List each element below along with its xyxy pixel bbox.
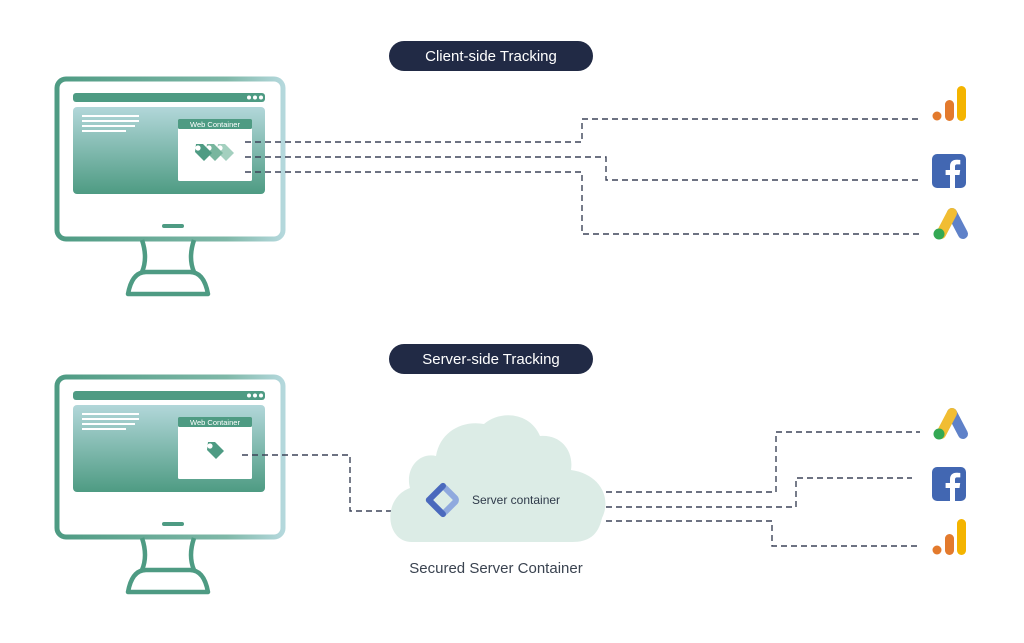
client-title: Client-side Tracking	[425, 48, 557, 65]
google-ads-icon	[933, 208, 968, 240]
client-monitor: Web Container	[57, 79, 283, 294]
cloud: Server container	[390, 415, 606, 542]
client-connectors	[245, 118, 920, 235]
facebook-icon	[932, 467, 966, 501]
connector-to-server	[242, 454, 392, 512]
connector-to-ads	[606, 431, 920, 493]
client-title-pill: Client-side Tracking	[389, 41, 593, 71]
facebook-icon	[932, 154, 966, 188]
server-container-label: Server container	[472, 493, 560, 507]
google-analytics-icon	[932, 86, 966, 121]
connector-to-analytics	[245, 118, 920, 143]
google-analytics-icon	[932, 519, 966, 555]
client-side-section: Client-side Tracking Web Container	[57, 41, 968, 294]
tag-icon	[195, 144, 234, 161]
server-monitor: Web Container	[57, 377, 283, 592]
connector-to-facebook	[245, 156, 920, 181]
tag-icon	[207, 442, 224, 459]
client-web-container-label: Web Container	[190, 120, 240, 129]
server-connectors	[606, 431, 920, 547]
gtm-icon	[425, 482, 459, 518]
connector-to-facebook	[606, 477, 912, 508]
server-web-container-label: Web Container	[190, 418, 240, 427]
connector-to-analytics	[606, 520, 920, 547]
server-side-section: Server-side Tracking Web Container Serve…	[57, 344, 968, 592]
cloud-caption: Secured Server Container	[409, 560, 582, 577]
connector-to-ads	[245, 171, 920, 235]
google-ads-icon	[933, 408, 968, 440]
server-title: Server-side Tracking	[422, 351, 560, 368]
server-title-pill: Server-side Tracking	[389, 344, 593, 374]
